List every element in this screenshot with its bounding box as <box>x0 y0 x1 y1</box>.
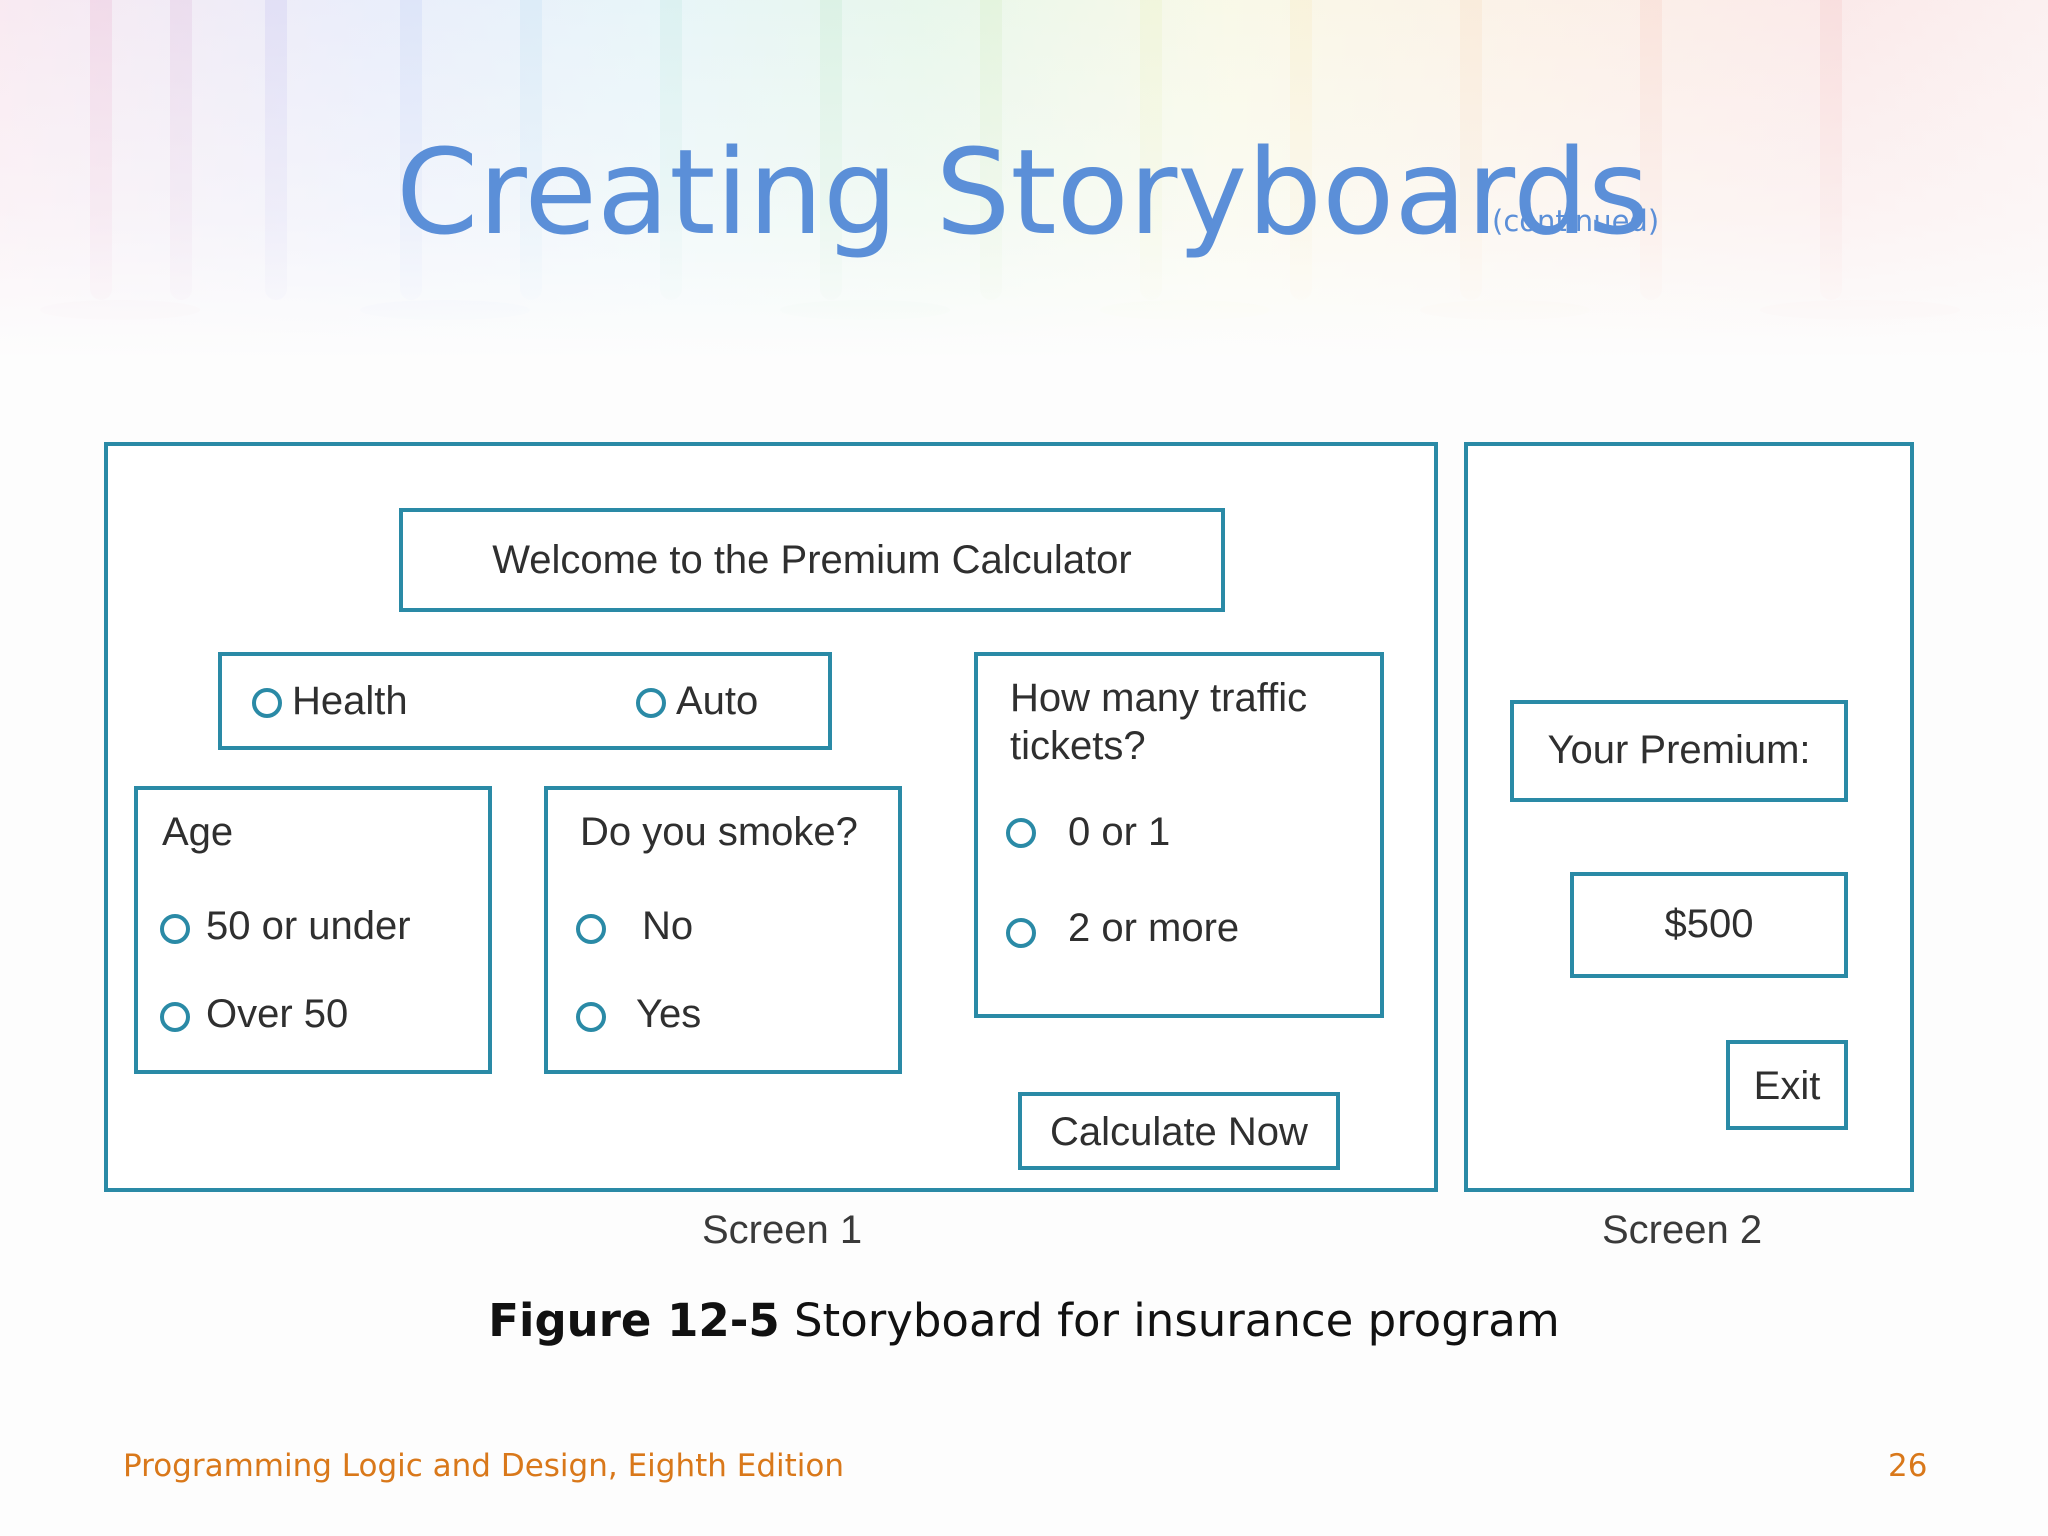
slide-title-suffix: (continued) <box>1492 204 1660 238</box>
calculate-now-label: Calculate Now <box>1050 1110 1308 1154</box>
screen-1-label: Screen 1 <box>702 1208 863 1252</box>
radio-auto-label: Auto <box>676 679 759 723</box>
insurance-type-group: Health Auto <box>218 652 832 750</box>
footer-book-title: Programming Logic and Design, Eighth Edi… <box>123 1448 845 1484</box>
radio-50-or-under-label: 50 or under <box>206 904 411 948</box>
page-number: 26 <box>1888 1448 1928 1484</box>
figure-description: Storyboard for insurance program <box>779 1294 1560 1347</box>
figure-number: Figure 12-5 <box>488 1294 780 1347</box>
welcome-banner: Welcome to the Premium Calculator <box>399 508 1225 612</box>
radio-0-or-1-label: 0 or 1 <box>1068 810 1171 854</box>
slide-title: Creating Storyboards <box>396 123 1650 261</box>
radio-0-or-1[interactable] <box>1006 818 1036 848</box>
premium-value-box: $500 <box>1570 872 1848 978</box>
age-group: Age 50 or under Over 50 <box>134 786 492 1074</box>
smoke-group: Do you smoke? No Yes <box>544 786 902 1074</box>
smoke-heading: Do you smoke? <box>580 810 858 854</box>
radio-health[interactable] <box>252 688 282 718</box>
premium-value: $500 <box>1664 902 1754 946</box>
your-premium-label-box: Your Premium: <box>1510 700 1848 802</box>
radio-2-or-more-label: 2 or more <box>1068 906 1240 950</box>
radio-2-or-more[interactable] <box>1006 918 1036 948</box>
calculate-now-button[interactable]: Calculate Now <box>1018 1092 1340 1170</box>
radio-50-or-under[interactable] <box>160 914 190 944</box>
age-heading: Age <box>162 810 234 854</box>
tickets-heading-line-1: How many traffic <box>1010 676 1308 720</box>
radio-no-label: No <box>642 904 694 948</box>
decorative-background <box>0 0 2048 360</box>
exit-button[interactable]: Exit <box>1726 1040 1848 1130</box>
radio-over-50[interactable] <box>160 1002 190 1032</box>
exit-label: Exit <box>1753 1064 1821 1108</box>
tickets-group: How many traffic tickets? 0 or 1 2 or mo… <box>974 652 1384 1018</box>
radio-health-label: Health <box>292 679 408 723</box>
screen-2-frame: Your Premium: $500 Exit <box>1464 442 1914 1192</box>
welcome-text: Welcome to the Premium Calculator <box>492 538 1132 582</box>
radio-auto[interactable] <box>636 688 666 718</box>
figure-caption: Figure 12-5 Storyboard for insurance pro… <box>0 1294 2048 1347</box>
screen-2-label: Screen 2 <box>1602 1208 1763 1252</box>
radio-over-50-label: Over 50 <box>206 992 349 1036</box>
your-premium-label: Your Premium: <box>1547 728 1811 772</box>
tickets-heading-line-2: tickets? <box>1010 724 1146 768</box>
radio-no[interactable] <box>576 914 606 944</box>
screen-1-frame: Welcome to the Premium Calculator Health… <box>104 442 1438 1192</box>
radio-yes[interactable] <box>576 1002 606 1032</box>
radio-yes-label: Yes <box>636 992 702 1036</box>
